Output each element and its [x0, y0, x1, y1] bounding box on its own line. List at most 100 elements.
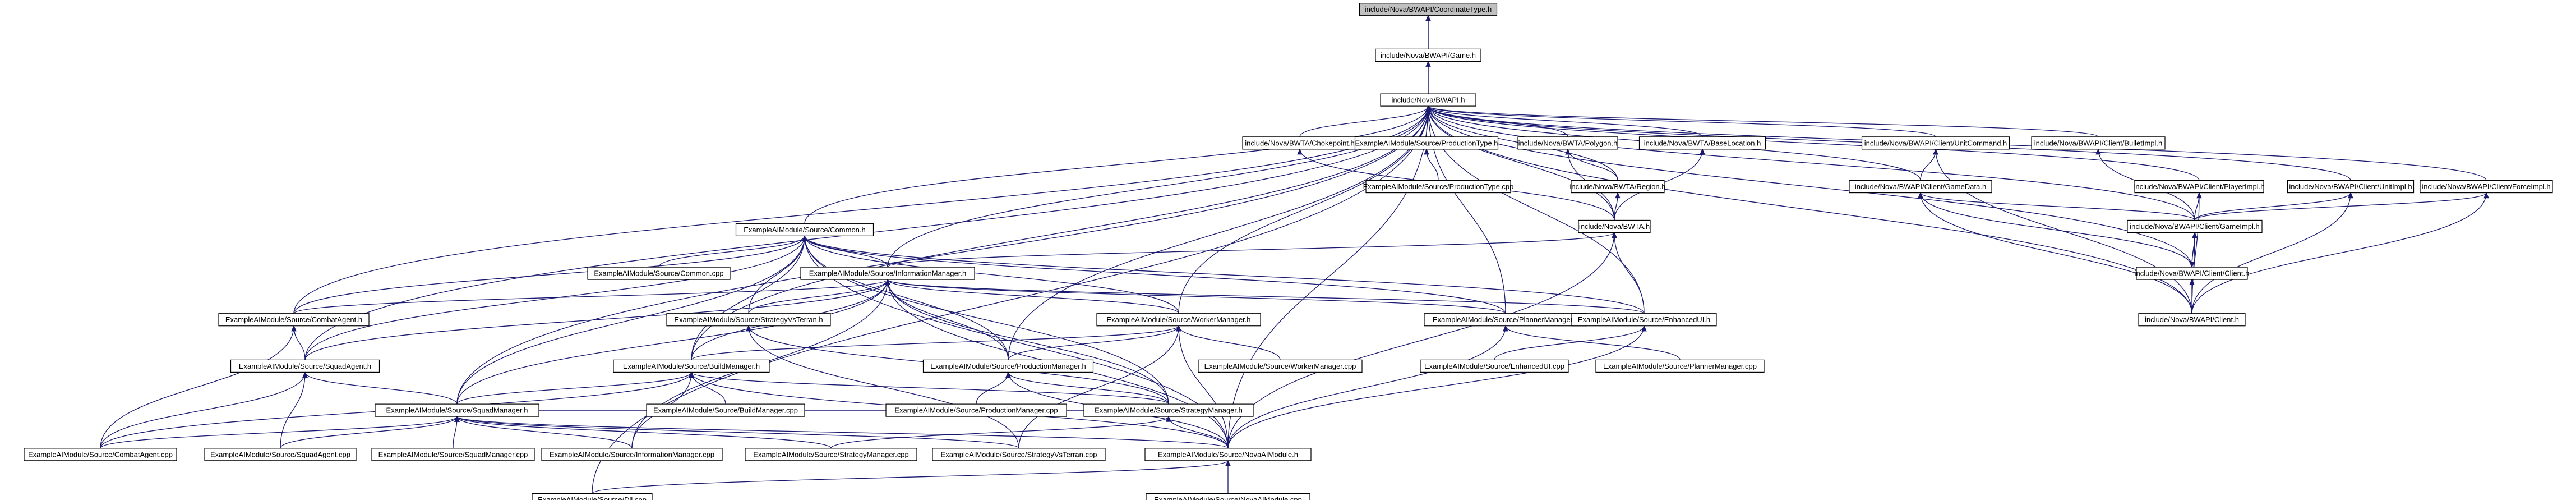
node-box[interactable]	[1083, 403, 1254, 417]
node-box[interactable]	[204, 448, 357, 461]
graph-node[interactable]: include/Nova/BWAPI/Client/PlayerImpl.h	[2134, 180, 2265, 194]
include-edge	[804, 236, 1506, 314]
node-box[interactable]	[2127, 219, 2263, 233]
graph-node[interactable]: include/Nova/BWAPI/Client/BulletImpl.h	[2031, 136, 2166, 150]
graph-node[interactable]: ExampleAIModule/Source/Dll.cpp	[532, 493, 653, 500]
graph-node[interactable]: ExampleAIModule/Source/PlannerManager.h	[1424, 313, 1587, 327]
graph-node[interactable]: include/Nova/BWAPI/Client/ForceImpl.h	[2420, 180, 2553, 194]
node-box[interactable]	[932, 448, 1106, 461]
graph-node[interactable]: ExampleAIModule/Source/InformationManage…	[800, 267, 975, 280]
graph-node[interactable]: ExampleAIModule/Source/EnhancedUI.cpp	[1420, 359, 1569, 373]
graph-node[interactable]: include/Nova/BWAPI/Game.h	[1375, 48, 1481, 62]
graph-node[interactable]: ExampleAIModule/Source/NovaAIModule.h	[1144, 448, 1312, 461]
node-box[interactable]	[2031, 136, 2166, 150]
graph-node[interactable]: ExampleAIModule/Source/WorkerManager.h	[1096, 313, 1261, 327]
node-box[interactable]	[735, 223, 874, 236]
graph-node[interactable]: ExampleAIModule/Source/SquadAgent.h	[230, 359, 380, 373]
graph-node[interactable]: ExampleAIModule/Source/SquadManager.h	[375, 403, 539, 417]
node-box[interactable]	[1638, 136, 1766, 150]
node-box[interactable]	[922, 359, 1094, 373]
arrowhead-icon	[1615, 192, 1621, 199]
graph-node[interactable]: ExampleAIModule/Source/WorkerManager.cpp	[1198, 359, 1363, 373]
node-label: include/Nova/BWAPI/Client/ForceImpl.h	[2422, 182, 2550, 191]
node-box[interactable]	[1578, 219, 1651, 233]
node-box[interactable]	[587, 267, 731, 280]
graph-node[interactable]: include/Nova/BWAPI/CoordinateType.h	[1359, 3, 1498, 16]
graph-node[interactable]: ExampleAIModule/Source/ProductionManager…	[885, 403, 1067, 417]
graph-node[interactable]: ExampleAIModule/Source/StrategyVsTerran.…	[932, 448, 1106, 461]
graph-node[interactable]: include/Nova/BWTA/Polygon.h	[1517, 136, 1618, 150]
node-box[interactable]	[745, 448, 917, 461]
node-box[interactable]	[541, 448, 723, 461]
node-box[interactable]	[1595, 359, 1765, 373]
graph-node[interactable]: ExampleAIModule/Source/PlannerManager.cp…	[1595, 359, 1765, 373]
node-box[interactable]	[2136, 267, 2248, 280]
arrowhead-icon	[454, 415, 460, 422]
node-box[interactable]	[1380, 93, 1476, 107]
node-box[interactable]	[1571, 313, 1717, 327]
node-box[interactable]	[1517, 136, 1618, 150]
graph-node[interactable]: ExampleAIModule/Source/CombatAgent.cpp	[24, 448, 177, 461]
node-box[interactable]	[1365, 180, 1511, 194]
graph-node[interactable]: include/Nova/BWTA/Chokepoint.h	[1242, 136, 1358, 150]
node-box[interactable]	[2420, 180, 2553, 194]
node-box[interactable]	[371, 448, 535, 461]
include-edge	[1428, 105, 1936, 137]
graph-node[interactable]: ExampleAIModule/Source/SquadAgent.cpp	[204, 448, 357, 461]
include-edge	[2194, 192, 2487, 221]
node-box[interactable]	[375, 403, 539, 417]
graph-node[interactable]: ExampleAIModule/Source/NovaAIModule.cpp	[1146, 493, 1310, 500]
graph-node[interactable]: ExampleAIModule/Source/ProductionType.cp…	[1363, 180, 1514, 194]
node-box[interactable]	[1420, 359, 1569, 373]
node-box[interactable]	[24, 448, 177, 461]
node-label: include/Nova/BWAPI/Client.h	[2145, 315, 2239, 324]
graph-node[interactable]: include/Nova/BWAPI/Client/GameImpl.h	[2127, 219, 2263, 233]
graph-node[interactable]: include/Nova/BWAPI/Client.h	[2138, 313, 2246, 327]
graph-node[interactable]: include/Nova/BWAPI/Client/GameData.h	[1849, 180, 1992, 194]
graph-node[interactable]: ExampleAIModule/Source/BuildManager.cpp	[646, 403, 805, 417]
node-box[interactable]	[2134, 180, 2264, 194]
graph-node[interactable]: include/Nova/BWTA/BaseLocation.h	[1638, 136, 1766, 150]
graph-node[interactable]: include/Nova/BWAPI/Client/UnitImpl.h	[2287, 180, 2415, 194]
graph-node[interactable]: ExampleAIModule/Source/StrategyManager.c…	[745, 448, 917, 461]
node-label: ExampleAIModule/Source/CombatAgent.h	[225, 315, 362, 324]
include-edge	[1227, 325, 1645, 448]
arrowhead-icon	[2348, 192, 2353, 199]
node-box[interactable]	[1198, 359, 1363, 373]
graph-node[interactable]: ExampleAIModule/Source/Common.cpp	[587, 267, 731, 280]
graph-node[interactable]: include/Nova/BWAPI/Client/UnitCommand.h	[1861, 136, 2010, 150]
node-box[interactable]	[1571, 180, 1665, 194]
graph-node[interactable]: ExampleAIModule/Source/ProductionType.h	[1354, 136, 1499, 150]
node-box[interactable]	[613, 359, 770, 373]
node-box[interactable]	[666, 313, 831, 327]
graph-node[interactable]: ExampleAIModule/Source/StrategyVsTerran.…	[666, 313, 831, 327]
graph-node[interactable]: ExampleAIModule/Source/SquadManager.cpp	[371, 448, 535, 461]
graph-node[interactable]: ExampleAIModule/Source/BuildManager.h	[613, 359, 770, 373]
graph-node[interactable]: include/Nova/BWAPI/Client/Client.h	[2135, 267, 2250, 280]
node-box[interactable]	[1861, 136, 2010, 150]
graph-node[interactable]: ExampleAIModule/Source/CombatAgent.h	[218, 313, 370, 327]
node-box[interactable]	[1354, 136, 1499, 150]
include-edge	[592, 460, 1229, 494]
node-box[interactable]	[1849, 180, 1992, 194]
node-box[interactable]	[1096, 313, 1261, 327]
node-box[interactable]	[2287, 180, 2415, 194]
node-box[interactable]	[1375, 48, 1481, 62]
graph-node[interactable]: ExampleAIModule/Source/Common.h	[735, 223, 874, 236]
graph-node[interactable]: ExampleAIModule/Source/InformationManage…	[541, 448, 723, 461]
node-box[interactable]	[646, 403, 805, 417]
graph-node[interactable]: include/Nova/BWTA.h	[1578, 219, 1651, 233]
include-edge	[1935, 149, 2192, 314]
node-box[interactable]	[230, 359, 380, 373]
graph-node[interactable]: ExampleAIModule/Source/EnhancedUI.h	[1571, 313, 1717, 327]
graph-node[interactable]: include/Nova/BWTA/Region.h	[1569, 180, 1666, 194]
graph-node[interactable]: include/Nova/BWAPI.h	[1380, 93, 1476, 107]
node-box[interactable]	[218, 313, 370, 327]
node-box[interactable]	[885, 403, 1067, 417]
graph-node[interactable]: ExampleAIModule/Source/ProductionManager…	[922, 359, 1094, 373]
graph-node[interactable]: ExampleAIModule/Source/StrategyManager.h	[1083, 403, 1254, 417]
node-box[interactable]	[1359, 3, 1498, 16]
node-box[interactable]	[2138, 313, 2246, 327]
node-box[interactable]	[1144, 448, 1312, 461]
node-box[interactable]	[800, 267, 975, 280]
